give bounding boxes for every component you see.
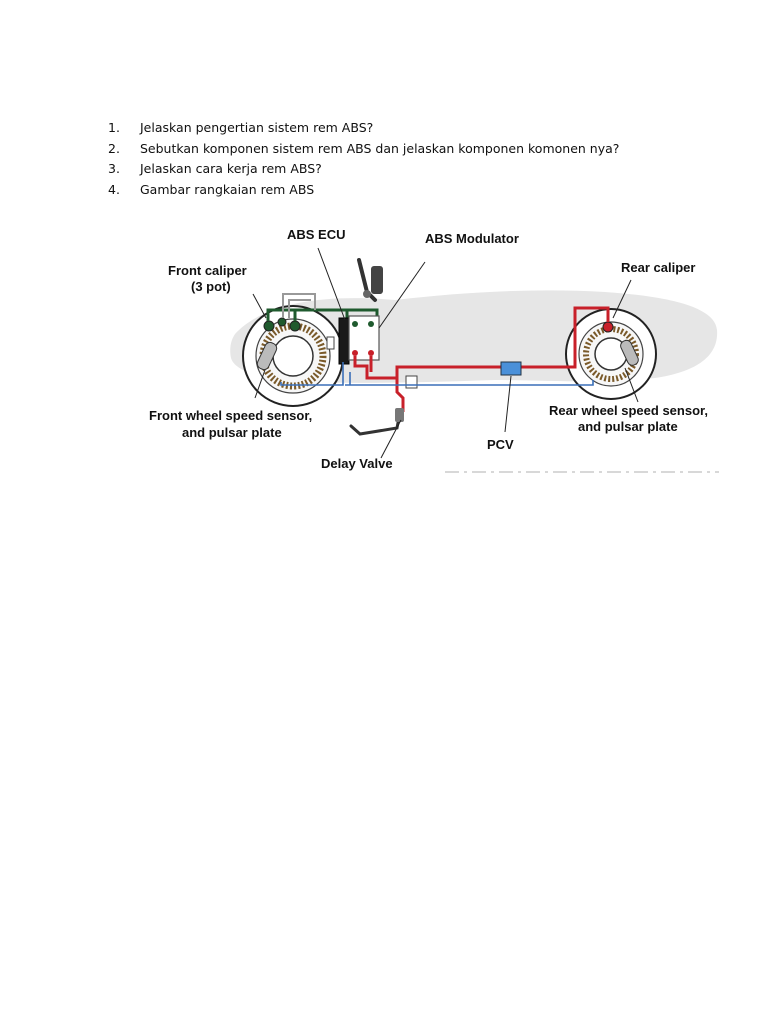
- modulator-port: [368, 321, 374, 327]
- brake-pedal: [349, 408, 404, 436]
- label-delay-valve: Delay Valve: [321, 456, 393, 471]
- question-item: 1. Jelaskan pengertian sistem rem ABS?: [108, 118, 708, 139]
- label-rear-sensor: Rear wheel speed sensor,: [549, 403, 708, 418]
- label-front-caliper-pot: (3 pot): [191, 279, 231, 294]
- speed-sensor-wire: [280, 362, 594, 386]
- label-pcv: PCV: [487, 437, 514, 452]
- question-text: Jelaskan cara kerja rem ABS?: [140, 161, 322, 177]
- modulator-port: [352, 321, 358, 327]
- label-rear-caliper: Rear caliper: [621, 260, 695, 275]
- abs-brake-diagram: ABS ECU ABS Modulator Front caliper (3 p…: [149, 227, 719, 473]
- front-caliper-piston: [277, 317, 287, 327]
- question-item: 2. Sebutkan komponen sistem rem ABS dan …: [108, 139, 708, 160]
- question-text: Gambar rangkaian rem ABS: [140, 182, 315, 198]
- front-caliper-piston: [263, 320, 275, 332]
- question-text: Sebutkan komponen sistem rem ABS dan jel…: [140, 140, 620, 156]
- front-hose: [282, 293, 316, 318]
- question-item: 3. Jelaskan cara kerja rem ABS?: [108, 159, 708, 180]
- question-number: 3.: [108, 161, 120, 177]
- rear-caliper-piston: [602, 321, 614, 333]
- label-pointers: [252, 247, 639, 459]
- pcv-unit: [500, 361, 522, 376]
- question-number: 2.: [108, 140, 120, 156]
- front-caliper-piston: [289, 320, 301, 332]
- label-rear-sensor-plate: and pulsar plate: [578, 419, 678, 434]
- label-front-sensor-plate: and pulsar plate: [182, 425, 282, 440]
- brake-lever: [357, 258, 383, 302]
- abs-ecu-unit: [338, 317, 350, 365]
- modulator-port: [368, 350, 374, 356]
- label-abs-ecu: ABS ECU: [287, 227, 346, 242]
- label-abs-modulator: ABS Modulator: [425, 231, 519, 246]
- question-text: Jelaskan pengertian sistem rem ABS?: [140, 120, 374, 135]
- question-list: 1. Jelaskan pengertian sistem rem ABS? 2…: [108, 118, 708, 201]
- label-front-caliper: Front caliper: [168, 263, 247, 278]
- question-number: 4.: [108, 182, 120, 198]
- label-front-sensor: Front wheel speed sensor,: [149, 408, 312, 423]
- modulator-small-part: [326, 336, 335, 350]
- delay-valve-unit: [405, 375, 418, 389]
- question-item: 4. Gambar rangkaian rem ABS: [108, 180, 708, 201]
- question-number: 1.: [108, 120, 120, 135]
- modulator-port: [352, 350, 358, 356]
